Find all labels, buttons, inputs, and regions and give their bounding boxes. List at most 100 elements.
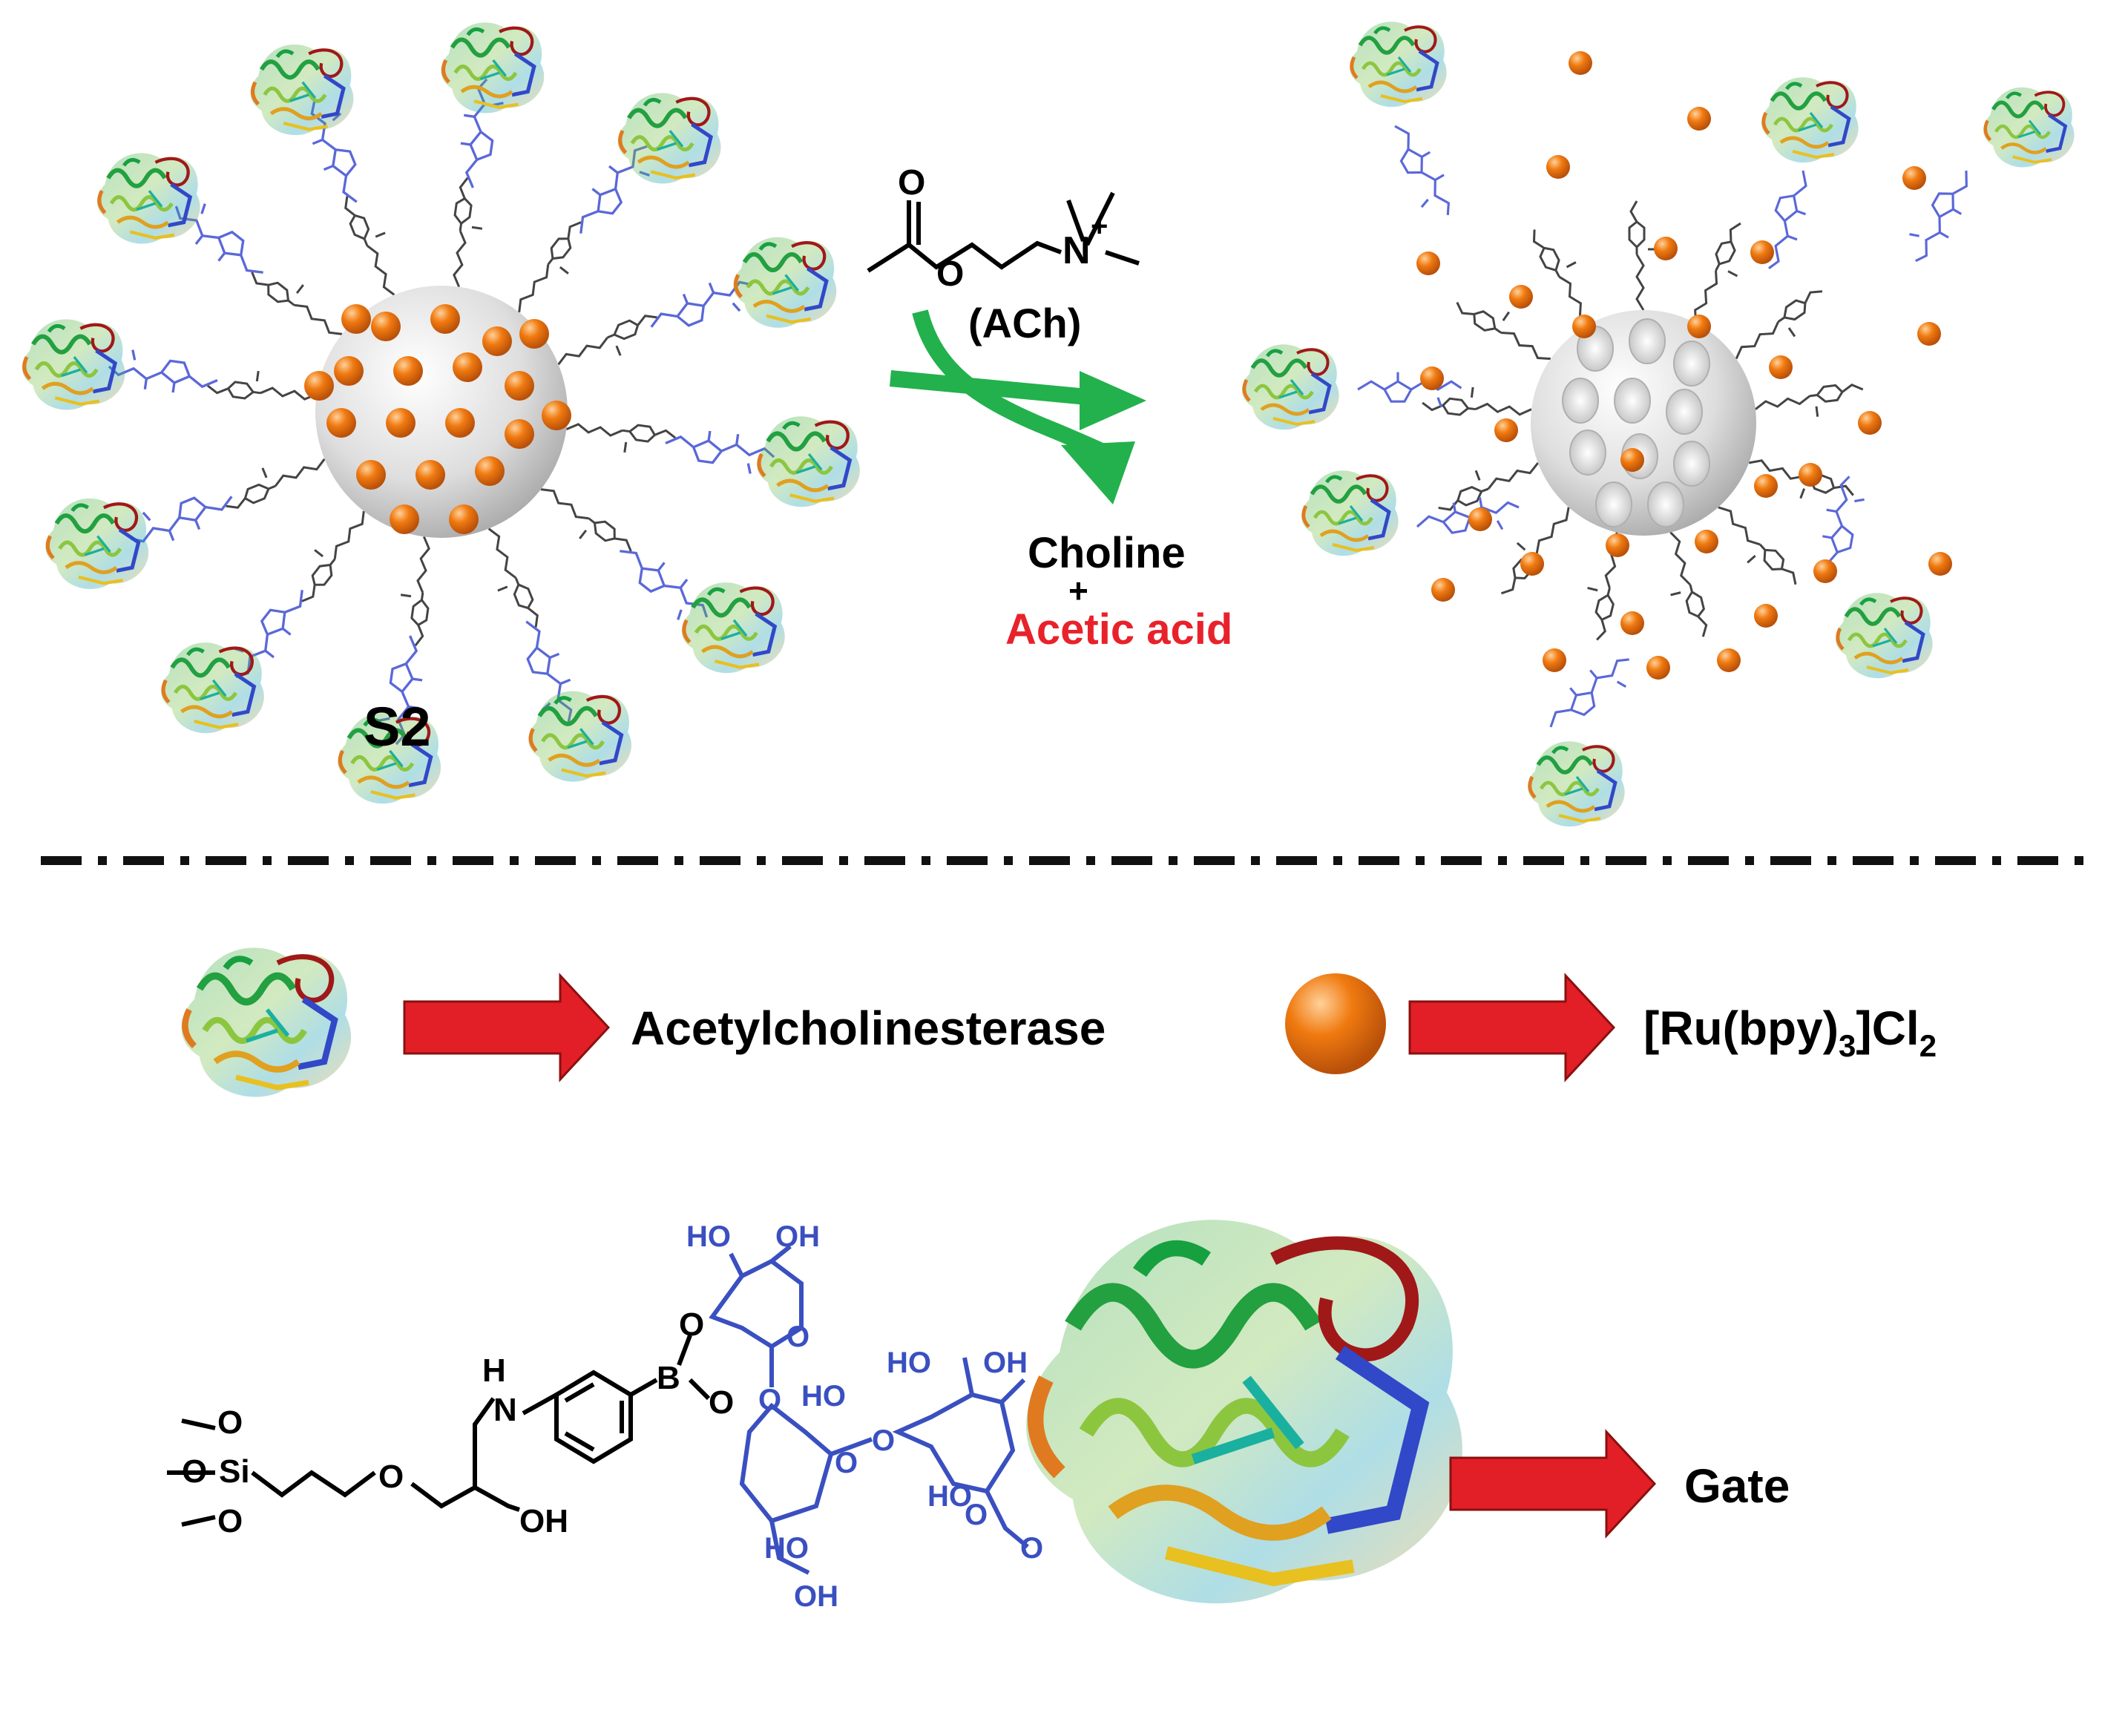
- sugar-oh1: OH: [775, 1220, 820, 1253]
- gate-linker-bonds: [167, 1334, 711, 1527]
- released-dye: [1687, 107, 1711, 131]
- reaction-center: O O N + (ACh) Choline + Acetic acid: [867, 163, 1232, 654]
- dye-molecule: [519, 319, 549, 349]
- released-dye: [1606, 533, 1629, 557]
- legend-arrow-dye: [1408, 973, 1616, 1082]
- sugar-oh4: OH: [794, 1580, 838, 1613]
- product-plus: +: [1068, 571, 1088, 610]
- released-ache-protein: [1983, 88, 2074, 168]
- dye-molecule: [326, 408, 356, 438]
- dye-sphere-icon: [1285, 973, 1386, 1074]
- dye-molecule: [304, 371, 334, 401]
- grey-linker: [1628, 200, 1660, 312]
- grey-linker: [393, 533, 439, 648]
- enzyme-protein-icon: [182, 947, 352, 1096]
- dye-molecule: [505, 371, 534, 401]
- gate-boron: B: [657, 1360, 680, 1396]
- released-dye: [1917, 322, 1941, 346]
- open-pore: [1562, 378, 1599, 424]
- released-dye: [1468, 507, 1492, 531]
- released-dye: [1646, 656, 1670, 680]
- gate-amine-n: N: [493, 1392, 517, 1428]
- grey-linker: [473, 522, 544, 637]
- sugar-oh3: OH: [983, 1347, 1028, 1379]
- dye-molecule: [386, 408, 416, 438]
- grey-linker: [339, 187, 410, 301]
- released-glycan: [1379, 116, 1464, 226]
- sugar-ho5: HO: [927, 1480, 972, 1513]
- released-dye: [1695, 530, 1718, 553]
- sugar-o-link3: O: [1020, 1532, 1043, 1565]
- ach-ester-o: O: [936, 254, 964, 294]
- sugar-ho2: HO: [801, 1380, 846, 1413]
- released-dye: [1754, 474, 1778, 498]
- gate-amine-h: H: [482, 1352, 506, 1389]
- released-dye: [1520, 552, 1544, 576]
- ache-protein: [251, 45, 354, 135]
- open-pore: [1629, 318, 1666, 364]
- sugar-o-ring1: O: [786, 1321, 809, 1353]
- dye-molecule: [390, 504, 419, 534]
- gate-o2: O: [182, 1453, 207, 1490]
- released-dye: [1799, 463, 1822, 487]
- sugar-o-ring2: O: [835, 1447, 858, 1479]
- ache-protein: [757, 416, 860, 507]
- ache-protein: [161, 642, 264, 733]
- released-dye: [1509, 285, 1533, 309]
- grey-linker: [1706, 496, 1802, 600]
- released-dye: [1420, 366, 1444, 390]
- legend-dye: [Ru(bpy)3]Cl2: [1285, 973, 1937, 1082]
- ach-label: (ACh): [968, 300, 1081, 346]
- gate-label: Gate: [1684, 1459, 1790, 1513]
- released-dye: [1543, 648, 1566, 672]
- released-ache-protein: [1836, 593, 1933, 678]
- dye-molecule: [505, 419, 534, 449]
- gate-boronate-o1: O: [679, 1306, 704, 1343]
- arrow-head-right: [1080, 371, 1146, 430]
- grey-linker: [1753, 381, 1867, 426]
- released-dye: [1546, 155, 1570, 179]
- sugar-o-link2: O: [872, 1424, 895, 1457]
- gate-hydroxyl: OH: [519, 1503, 568, 1539]
- released-glycan: [1413, 490, 1524, 545]
- released-dye: [1717, 648, 1741, 672]
- legend-dye-label: [Ru(bpy)3]Cl2: [1643, 1002, 1937, 1063]
- ach-n-charge: +: [1091, 210, 1108, 243]
- released-dye: [1858, 411, 1882, 435]
- dye-molecule: [371, 312, 401, 341]
- released-dye: [1754, 604, 1778, 628]
- grey-linker: [552, 309, 666, 380]
- ache-protein: [618, 93, 721, 183]
- released-dye: [1902, 166, 1926, 190]
- acetylcholine-structure: [867, 191, 1140, 273]
- dye-molecule: [393, 356, 423, 386]
- sugar-ho3: HO: [887, 1347, 931, 1379]
- open-pore: [1673, 341, 1710, 387]
- open-pore: [1666, 389, 1703, 435]
- ache-protein: [441, 22, 544, 113]
- released-dye: [1416, 251, 1440, 275]
- released-ache-protein: [1528, 741, 1625, 826]
- arrow-head-down: [1061, 441, 1135, 504]
- gate-molecule: O O Si O O H N OH B O O HO OH O O HO O H…: [167, 1220, 1790, 1613]
- grey-linker: [507, 217, 600, 323]
- released-dye: [1769, 355, 1793, 379]
- ache-protein: [682, 582, 785, 673]
- grey-linker: [1526, 218, 1606, 331]
- gate-ether-o: O: [378, 1459, 404, 1495]
- sugar-o-link1: O: [758, 1384, 781, 1416]
- gate-o1: O: [217, 1404, 243, 1441]
- dye-molecule: [334, 356, 364, 386]
- released-dye: [1620, 611, 1644, 635]
- dye-molecule: [482, 326, 512, 356]
- released-ache-protein: [1301, 470, 1399, 556]
- released-dye: [1750, 240, 1774, 264]
- ache-protein: [22, 319, 125, 410]
- ache-protein: [733, 237, 836, 328]
- released-dye: [1813, 559, 1837, 583]
- open-pore: [1614, 378, 1651, 424]
- product-acetic-acid: Acetic acid: [1005, 605, 1232, 654]
- released-ache-protein: [1242, 344, 1339, 430]
- dye-molecule: [430, 304, 460, 334]
